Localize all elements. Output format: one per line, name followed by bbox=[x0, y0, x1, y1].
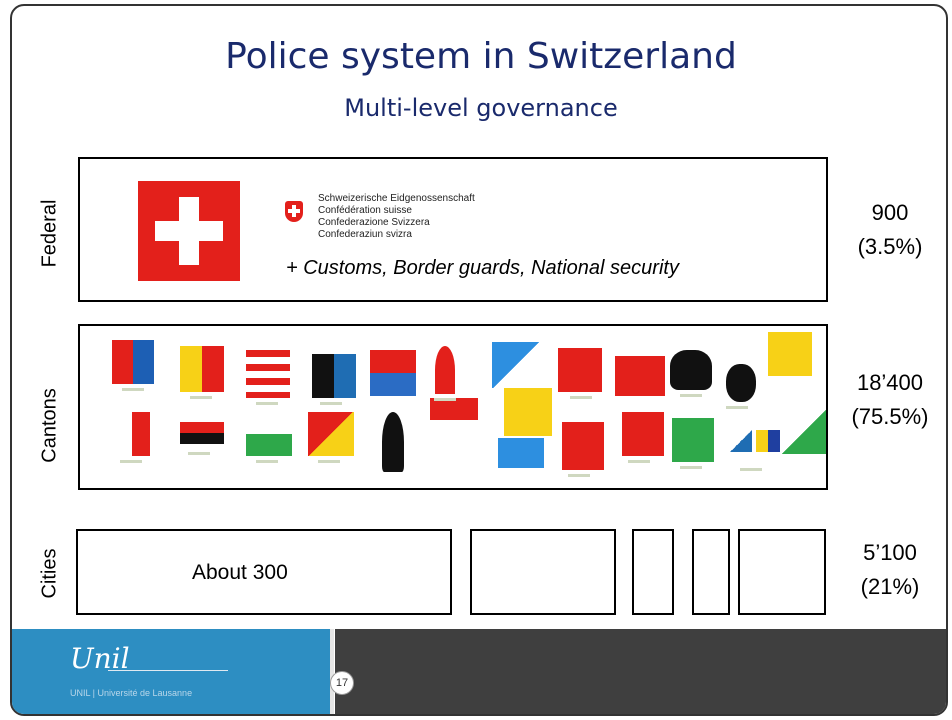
flag-basel-stadt-icon bbox=[382, 412, 404, 472]
flag-caption bbox=[256, 402, 278, 405]
federal-count: 900 (3.5%) bbox=[830, 196, 946, 264]
flag-jura-icon bbox=[246, 350, 290, 398]
flag-obwalden-icon bbox=[562, 422, 604, 470]
flag-nidwalden-icon bbox=[498, 438, 544, 468]
confederation-name-de: Schweizerische Eidgenossenschaft bbox=[318, 193, 475, 204]
flag-caption bbox=[628, 460, 650, 463]
cities-count: 5’100 (21%) bbox=[830, 536, 946, 604]
city-box-label: About 300 bbox=[192, 561, 288, 584]
flag-caption bbox=[320, 402, 342, 405]
federal-label: Federal bbox=[38, 199, 61, 268]
city-box bbox=[470, 529, 616, 615]
slide-subtitle: Multi-level governance bbox=[344, 94, 618, 122]
flag-st-gallen-icon bbox=[756, 430, 780, 452]
cantons-count: 18’400 (75.5%) bbox=[830, 366, 946, 434]
city-box bbox=[738, 529, 826, 615]
federal-box: Schweizerische Eidgenossenschaft Confédé… bbox=[78, 157, 828, 302]
swiss-flag-icon bbox=[138, 181, 240, 281]
flag-valais-icon bbox=[114, 412, 150, 456]
flag-schaffhausen-icon bbox=[504, 388, 552, 436]
flag-thurgau-icon bbox=[782, 410, 826, 454]
flag-caption bbox=[434, 398, 456, 401]
swiss-shield-icon bbox=[285, 201, 303, 222]
flag-schwyz-icon bbox=[615, 356, 665, 396]
slide-frame: Police system in Switzerland Multi-level… bbox=[10, 4, 948, 716]
page-number: 17 bbox=[330, 671, 354, 695]
flag-caption bbox=[188, 452, 210, 455]
city-box-large: About 300 bbox=[76, 529, 452, 615]
flag-caption bbox=[120, 460, 142, 463]
city-box bbox=[692, 529, 730, 615]
flag-caption bbox=[680, 394, 702, 397]
cities-count-share: (21%) bbox=[860, 574, 920, 599]
flag-caption bbox=[726, 406, 748, 409]
city-box bbox=[632, 529, 674, 615]
flag-zug-icon bbox=[492, 342, 540, 388]
flag-caption bbox=[122, 388, 144, 391]
cantons-label: Cantons bbox=[38, 388, 61, 463]
flag-bern-bear-icon bbox=[726, 364, 756, 402]
flag-appenzell-ar-icon bbox=[672, 418, 714, 462]
flag-caption bbox=[318, 460, 340, 463]
cantons-box bbox=[78, 324, 828, 490]
confederation-name-fr: Confédération suisse bbox=[318, 205, 412, 216]
flag-caption bbox=[256, 460, 278, 463]
unil-logo-swoosh bbox=[108, 670, 228, 671]
confederation-name-rm: Confederaziun svizra bbox=[318, 229, 412, 240]
flag-fribourg-icon bbox=[430, 398, 478, 420]
flag-appenzell-icon bbox=[670, 350, 712, 390]
cantons-count-share: (75.5%) bbox=[851, 404, 929, 429]
cantons-count-value: 18’400 bbox=[856, 370, 924, 395]
federal-count-value: 900 bbox=[871, 200, 909, 225]
footer-separator bbox=[330, 629, 334, 714]
flag-caption bbox=[680, 466, 702, 469]
flag-caption bbox=[570, 396, 592, 399]
flag-caption bbox=[190, 396, 212, 399]
flag-geneva-icon bbox=[180, 346, 224, 392]
footer-right bbox=[335, 629, 946, 714]
slide-title: Police system in Switzerland bbox=[225, 36, 737, 77]
flag-caption bbox=[568, 474, 590, 477]
unil-logo: Unil bbox=[70, 642, 130, 675]
flag-ticino-icon bbox=[112, 340, 154, 384]
confederation-name-it: Confederazione Svizzera bbox=[318, 217, 430, 228]
flag-caption bbox=[740, 468, 762, 471]
federal-note: + Customs, Border guards, National secur… bbox=[286, 257, 679, 279]
flag-basel-land-icon bbox=[435, 346, 455, 394]
university-name: UNIL | Université de Lausanne bbox=[70, 688, 193, 698]
footer-left bbox=[12, 629, 332, 714]
cities-count-value: 5’100 bbox=[863, 540, 917, 565]
flag-solothurn-icon bbox=[180, 422, 224, 444]
confederation-names: Schweizerische Eidgenossenschaft Confédé… bbox=[318, 193, 475, 241]
flag-glarus-icon bbox=[622, 412, 664, 456]
flag-aargau-icon bbox=[312, 354, 356, 398]
flag-neuchatel-icon bbox=[558, 348, 602, 392]
flag-zurich-icon bbox=[730, 430, 752, 452]
federal-count-share: (3.5%) bbox=[857, 234, 923, 259]
flag-uri-icon bbox=[768, 332, 812, 376]
flag-vaud-icon bbox=[246, 412, 292, 456]
cities-label: Cities bbox=[38, 548, 61, 599]
flag-lucerne-icon bbox=[370, 350, 416, 396]
flag-bern-icon bbox=[308, 412, 354, 456]
